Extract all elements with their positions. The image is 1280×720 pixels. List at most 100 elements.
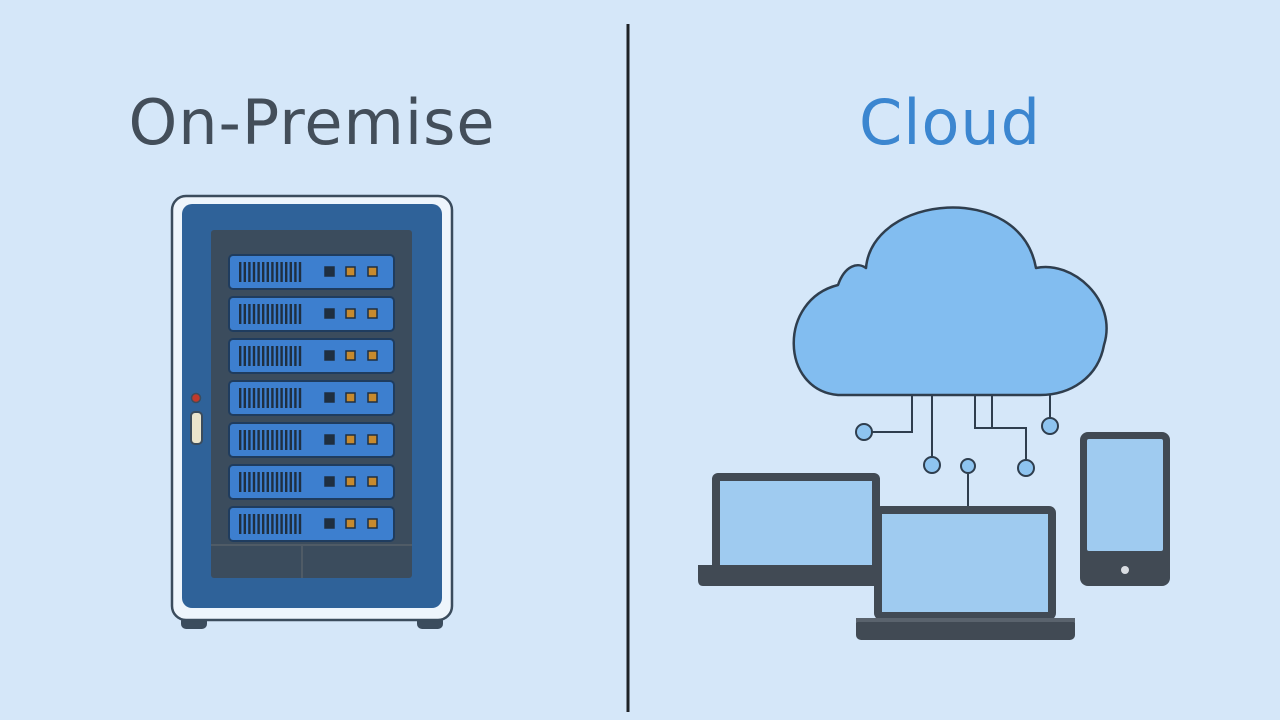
server-vent-grill: [239, 346, 302, 366]
vent-slot: [266, 262, 269, 282]
laptop-front-hinge: [856, 618, 1075, 622]
server-units: [228, 254, 395, 542]
vent-slot: [294, 262, 297, 282]
vent-slot: [252, 262, 256, 282]
status-light-icon: [345, 518, 356, 529]
vent-slot: [239, 346, 242, 366]
vent-slot: [285, 430, 288, 450]
server-unit-panel: [228, 254, 395, 290]
network-connectors: [872, 395, 1051, 506]
vent-slot: [285, 472, 288, 492]
server-unit: [228, 296, 395, 332]
vent-slot: [280, 262, 283, 282]
vent-slot: [298, 430, 302, 450]
vent-slot: [248, 388, 251, 408]
vent-slot: [289, 430, 292, 450]
laptop-front-screen: [882, 514, 1048, 612]
server-unit-panel: [228, 380, 395, 416]
vent-slot: [262, 346, 265, 366]
laptop-back-screen: [720, 481, 872, 567]
vent-slot: [252, 346, 256, 366]
vent-slot: [266, 430, 269, 450]
status-light-icon: [367, 350, 378, 361]
vent-slot: [294, 388, 297, 408]
vent-slot: [280, 430, 283, 450]
vent-slot: [285, 514, 288, 534]
vent-slot: [289, 262, 292, 282]
vent-slot: [271, 472, 274, 492]
vent-slot: [289, 346, 292, 366]
vent-slot: [248, 346, 251, 366]
server-unit: [228, 506, 395, 542]
server-unit: [228, 464, 395, 500]
network-node: [960, 458, 976, 474]
vent-slot: [262, 430, 265, 450]
phone-home-button: [1121, 566, 1129, 574]
vent-slot: [248, 304, 251, 324]
vent-slot: [243, 346, 246, 366]
vent-slot: [266, 472, 269, 492]
vent-slot: [280, 514, 283, 534]
vent-slot: [275, 346, 279, 366]
status-light-icon: [367, 392, 378, 403]
vent-slot: [294, 472, 297, 492]
network-node: [923, 456, 941, 474]
rack-handle: [190, 411, 203, 445]
vent-slot: [266, 388, 269, 408]
vent-slot: [285, 346, 288, 366]
vent-slot: [275, 388, 279, 408]
status-light-icon: [324, 476, 335, 487]
vent-slot: [257, 514, 260, 534]
network-nodes: [855, 417, 1059, 477]
vent-slot: [257, 430, 260, 450]
server-vent-grill: [239, 430, 302, 450]
vent-slot: [239, 514, 242, 534]
server-unit: [228, 338, 395, 374]
vent-slot: [239, 430, 242, 450]
vent-slot: [243, 262, 246, 282]
vent-slot: [262, 514, 265, 534]
vent-slot: [275, 514, 279, 534]
status-light-icon: [367, 476, 378, 487]
vent-slot: [243, 388, 246, 408]
cloud-shape: [792, 206, 1108, 397]
status-light-icon: [367, 518, 378, 529]
vent-slot: [271, 346, 274, 366]
laptop-back-base: [698, 565, 880, 586]
vent-slot: [298, 388, 302, 408]
connector-line: [974, 395, 1027, 460]
vent-slot: [289, 514, 292, 534]
vent-slot: [298, 514, 302, 534]
server-vent-grill: [239, 304, 302, 324]
vent-slot: [243, 430, 246, 450]
cloud-icon: [792, 206, 1108, 397]
laptop-icon: [698, 473, 880, 586]
status-light-icon: [324, 392, 335, 403]
vent-slot: [239, 304, 242, 324]
vent-slot: [262, 304, 265, 324]
vent-slot: [280, 472, 283, 492]
vent-slot: [248, 430, 251, 450]
server-unit-panel: [228, 506, 395, 542]
vent-slot: [285, 262, 288, 282]
vent-slot: [262, 262, 265, 282]
vent-slot: [298, 304, 302, 324]
vent-slot: [252, 472, 256, 492]
vent-slot: [252, 430, 256, 450]
vent-slot: [257, 388, 260, 408]
vent-slot: [298, 262, 302, 282]
server-vent-grill: [239, 388, 302, 408]
vent-slot: [262, 472, 265, 492]
vent-slot: [289, 304, 292, 324]
vent-slot: [248, 514, 251, 534]
vent-slot: [239, 472, 242, 492]
vent-slot: [298, 472, 302, 492]
server-vent-grill: [239, 472, 302, 492]
vent-slot: [243, 472, 246, 492]
vent-slot: [248, 262, 251, 282]
server-unit: [228, 380, 395, 416]
vent-slot: [257, 304, 260, 324]
on-premise-title: On-Premise: [128, 86, 496, 159]
status-light-icon: [345, 476, 356, 487]
server-vent-grill: [239, 262, 302, 282]
